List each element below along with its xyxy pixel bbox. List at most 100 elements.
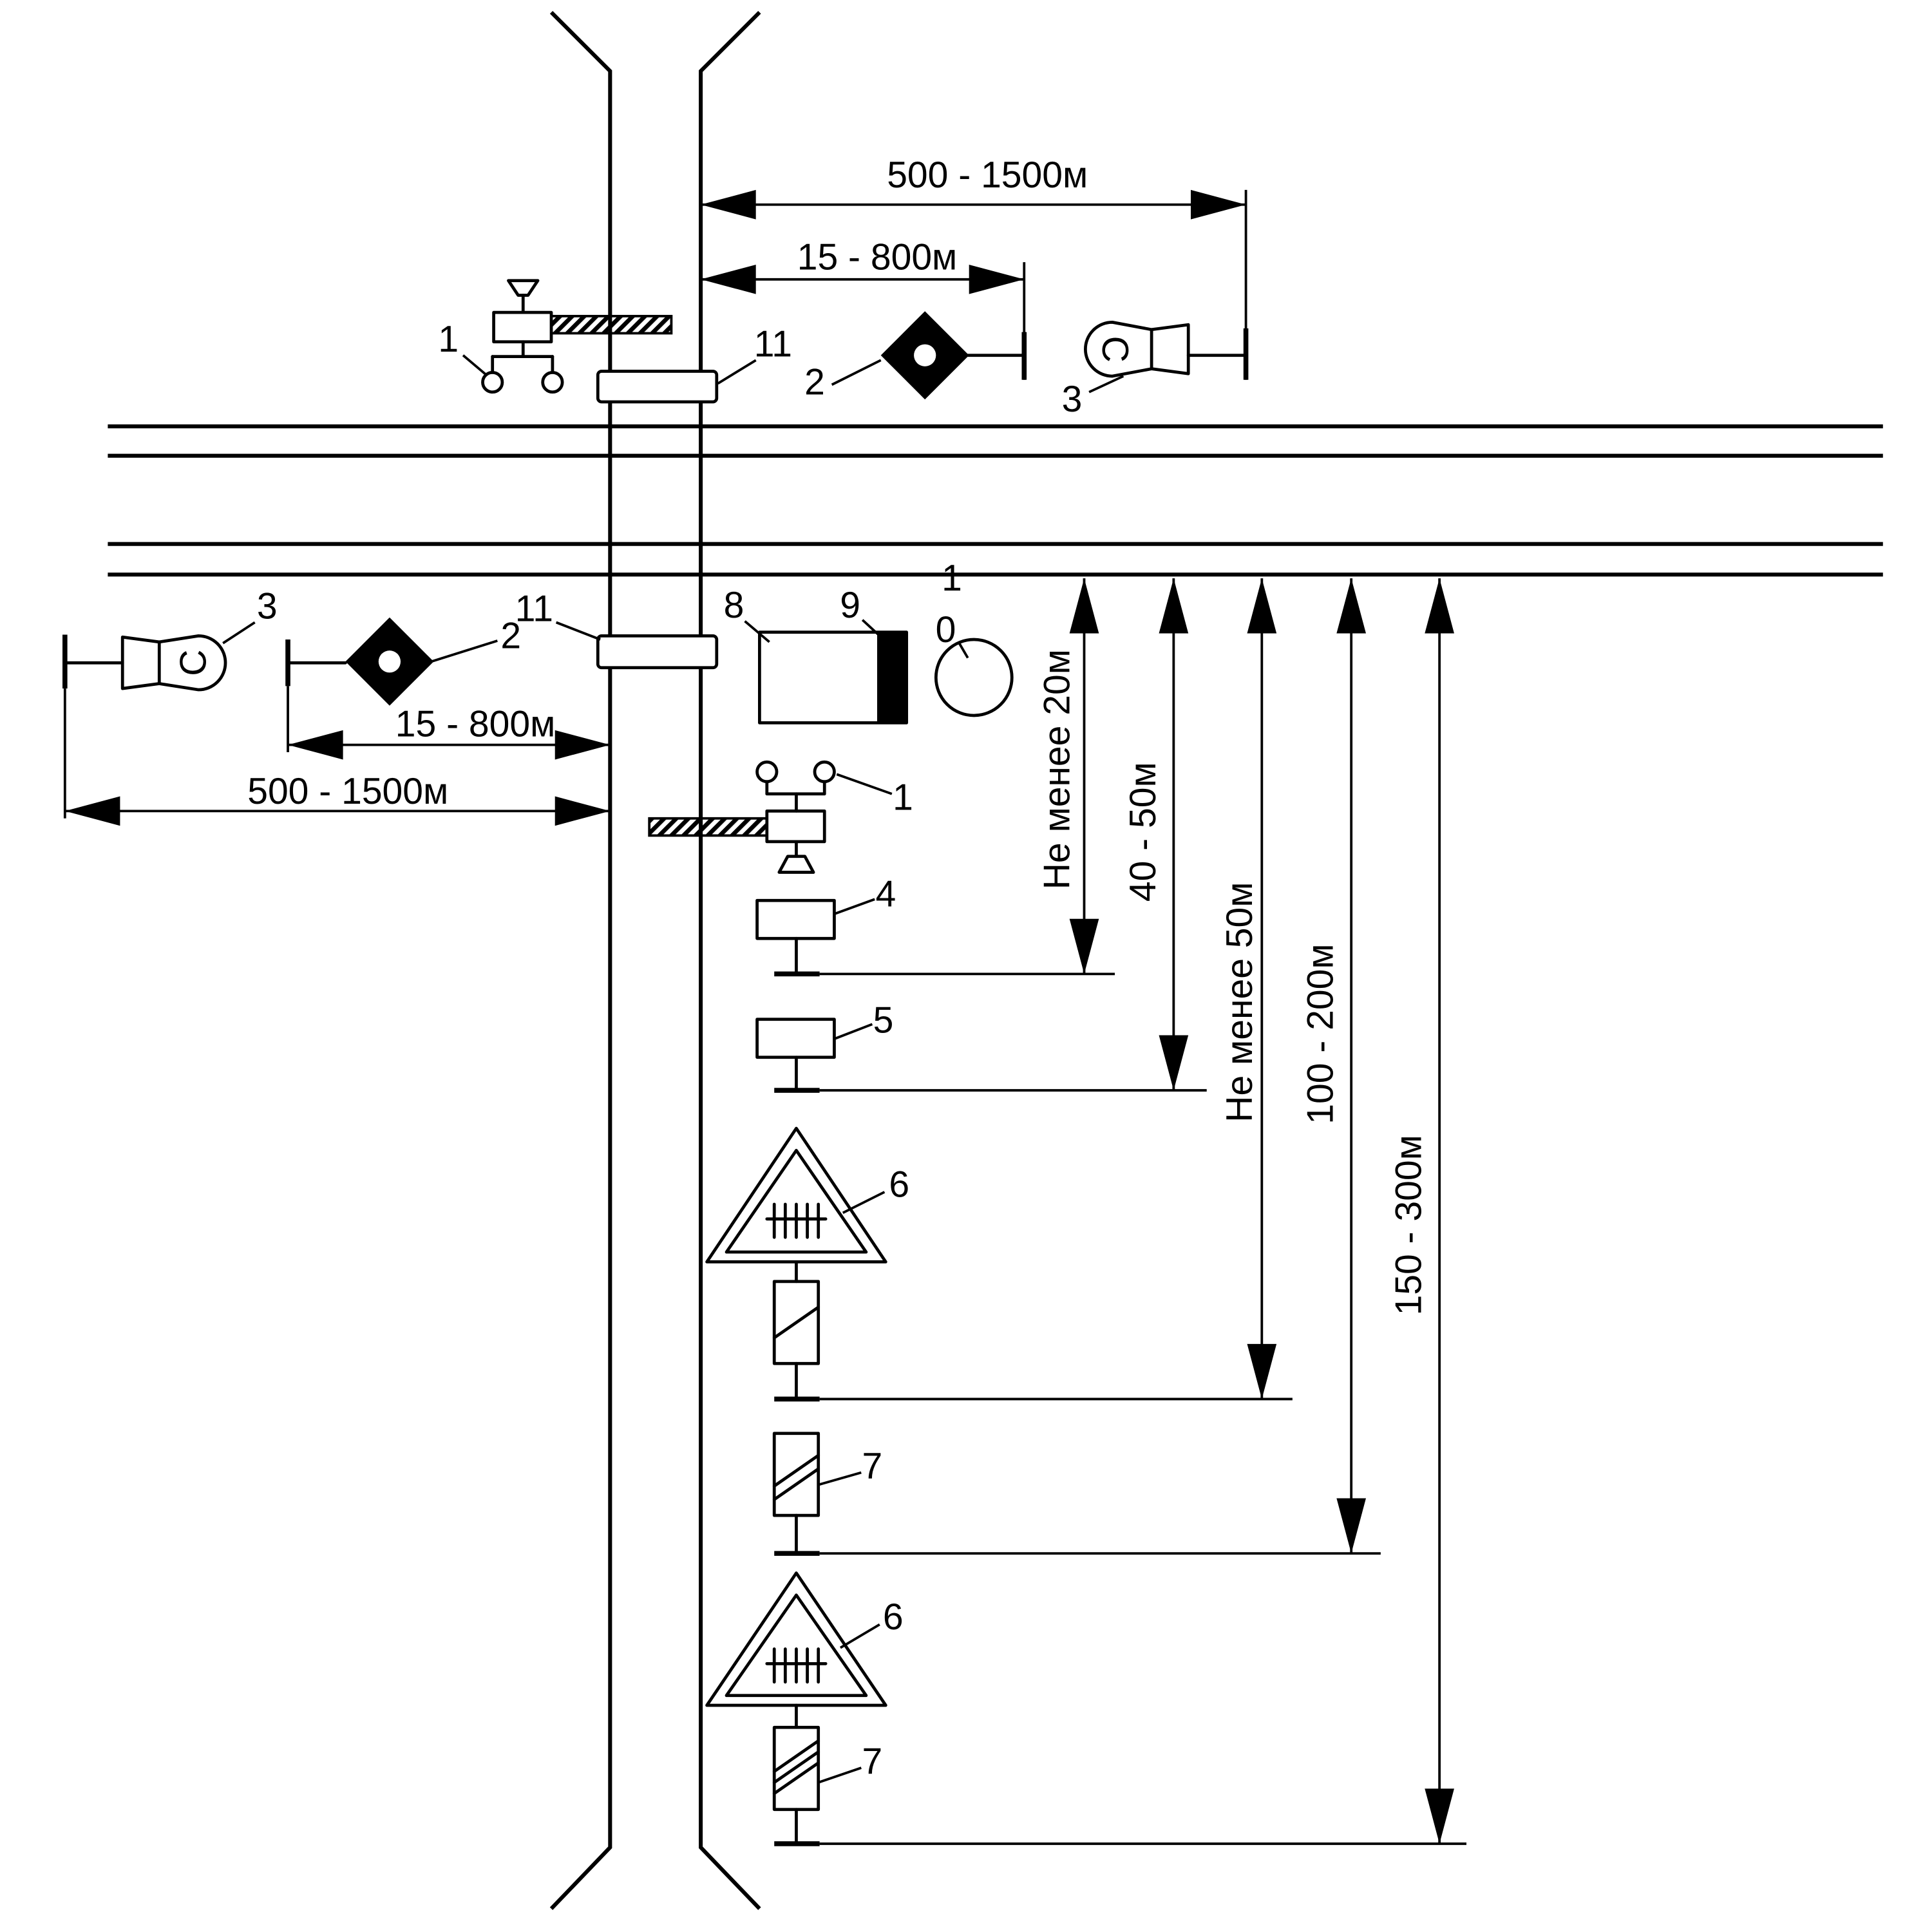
arrowhead-right xyxy=(1190,189,1246,220)
barrier-horn-icon xyxy=(777,855,815,874)
leader-line xyxy=(833,1023,873,1040)
arrowhead-top xyxy=(1336,578,1367,634)
label-top-item-11: 11 xyxy=(754,324,792,365)
label-bottom-item-11: 11 xyxy=(515,589,553,630)
leader-line xyxy=(744,620,770,643)
barrier-light-icon xyxy=(481,370,504,394)
leader-line xyxy=(831,359,882,386)
label-item-6-lower: 6 xyxy=(883,1596,904,1638)
arrowhead-top xyxy=(1159,578,1189,634)
railway-track xyxy=(108,424,1883,577)
whistle-sign-letter: С xyxy=(1094,336,1135,363)
barrier-light-icon xyxy=(541,370,564,394)
diamond-sign-dot xyxy=(378,650,401,673)
item-10-circle-icon xyxy=(934,638,1014,717)
leader-line xyxy=(836,773,893,795)
arrowhead-top xyxy=(1069,578,1099,634)
dimension-vertical-150-300m: 150 - 300м xyxy=(819,578,1466,1845)
dimension-top-near: 15 - 800м xyxy=(701,237,1026,380)
stripe-marker-lower xyxy=(772,1725,820,1846)
building-dark-section xyxy=(877,632,907,723)
dimension-vertical-20m: Не менее 20м xyxy=(819,578,1115,976)
stripe-marker-stripe xyxy=(772,1739,820,1774)
label-item-7-upper: 7 xyxy=(862,1446,883,1487)
fence-icon xyxy=(765,1647,828,1684)
arrowhead-bottom xyxy=(1069,918,1099,974)
leader-line xyxy=(717,359,757,385)
arrowhead-left xyxy=(701,264,756,294)
leader-line xyxy=(818,1471,862,1486)
stripe-marker-stripe xyxy=(772,1454,820,1488)
arrowhead-bottom xyxy=(1247,1343,1277,1399)
barrier-arm xyxy=(648,817,768,837)
leader-line xyxy=(555,621,601,641)
label-top-item-1: 1 xyxy=(438,319,459,360)
arrowhead-bottom xyxy=(1425,1788,1454,1844)
arrowhead-top xyxy=(1425,578,1454,634)
stripe-marker-stripe xyxy=(772,1761,820,1795)
leader-line xyxy=(222,621,256,645)
dimension-label: 150 - 300м xyxy=(1388,1135,1430,1315)
whistle-sign-icon xyxy=(120,634,227,692)
label-bottom-item-2: 2 xyxy=(500,615,521,656)
warning-sign-upper xyxy=(705,1126,887,1402)
guard-post-building xyxy=(758,630,909,724)
leader-line xyxy=(958,642,969,659)
leader-line xyxy=(818,1766,862,1784)
dimension-label: 15 - 800м xyxy=(395,703,556,744)
arrowhead-right xyxy=(554,796,611,826)
stripe-marker-stripe xyxy=(772,1305,820,1340)
leader-line xyxy=(462,354,488,376)
dimension-label: Не менее 50м xyxy=(1219,882,1260,1122)
dimension-label: 100 - 200м xyxy=(1300,943,1341,1124)
arrowhead-bottom xyxy=(1159,1035,1189,1091)
stripe-marker-stripe xyxy=(772,1750,820,1785)
stripe-marker-stripe xyxy=(772,1467,820,1501)
road xyxy=(549,10,761,1910)
dimension-label: 40 - 50м xyxy=(1123,762,1164,902)
label-item-9: 9 xyxy=(840,585,860,626)
barrier-horn-icon xyxy=(507,279,540,297)
dimension-label: Не менее 20м xyxy=(1037,649,1078,889)
label-item-7-lower: 7 xyxy=(862,1741,883,1783)
whistle-sign-icon xyxy=(1084,320,1190,378)
label-item-10-line2: 0 xyxy=(936,609,956,650)
label-item-5: 5 xyxy=(873,1000,894,1041)
barrier-bottom xyxy=(648,760,836,874)
arrowhead-left xyxy=(288,730,343,760)
dimension-label: 15 - 800м xyxy=(797,237,958,278)
fence-icon xyxy=(765,1202,828,1239)
arrowhead-left xyxy=(64,796,120,826)
arrowhead-right xyxy=(969,264,1025,294)
label-item-8: 8 xyxy=(724,585,744,626)
leader-line xyxy=(833,898,875,915)
leader-line xyxy=(861,619,880,636)
dimension-vertical-100-200m: 100 - 200м xyxy=(819,578,1381,1555)
leader-line xyxy=(839,1623,880,1649)
leader-line xyxy=(431,639,498,663)
dimension-label: 500 - 1500м xyxy=(887,155,1088,196)
dimension-vertical-40-50m: 40 - 50м xyxy=(819,578,1207,1092)
barrier-top xyxy=(481,279,673,394)
dimension-top-far: 500 - 1500м xyxy=(701,155,1247,380)
road-edge-right xyxy=(699,10,761,1910)
label-item-6-upper: 6 xyxy=(889,1164,909,1206)
arrowhead-bottom xyxy=(1336,1498,1367,1554)
label-bottom-item-1: 1 xyxy=(893,777,913,818)
arrowhead-left xyxy=(701,189,756,220)
whistle-sign-top: С xyxy=(1084,320,1249,380)
label-item-10-line1: 1 xyxy=(942,558,962,599)
label-top-item-3: 3 xyxy=(1062,379,1083,420)
crossing-deck-bottom xyxy=(596,634,719,670)
dimension-bottom-far: 500 - 1500м xyxy=(63,688,611,826)
road-edge-left xyxy=(549,10,612,1910)
label-top-item-2: 2 xyxy=(804,362,825,403)
arrowhead-right xyxy=(554,730,611,760)
leader-line xyxy=(842,1191,886,1215)
barrier-arm xyxy=(550,314,673,335)
warning-triangle-inner xyxy=(725,1593,868,1698)
label-item-4: 4 xyxy=(875,874,896,915)
arrowhead-top xyxy=(1247,578,1277,634)
